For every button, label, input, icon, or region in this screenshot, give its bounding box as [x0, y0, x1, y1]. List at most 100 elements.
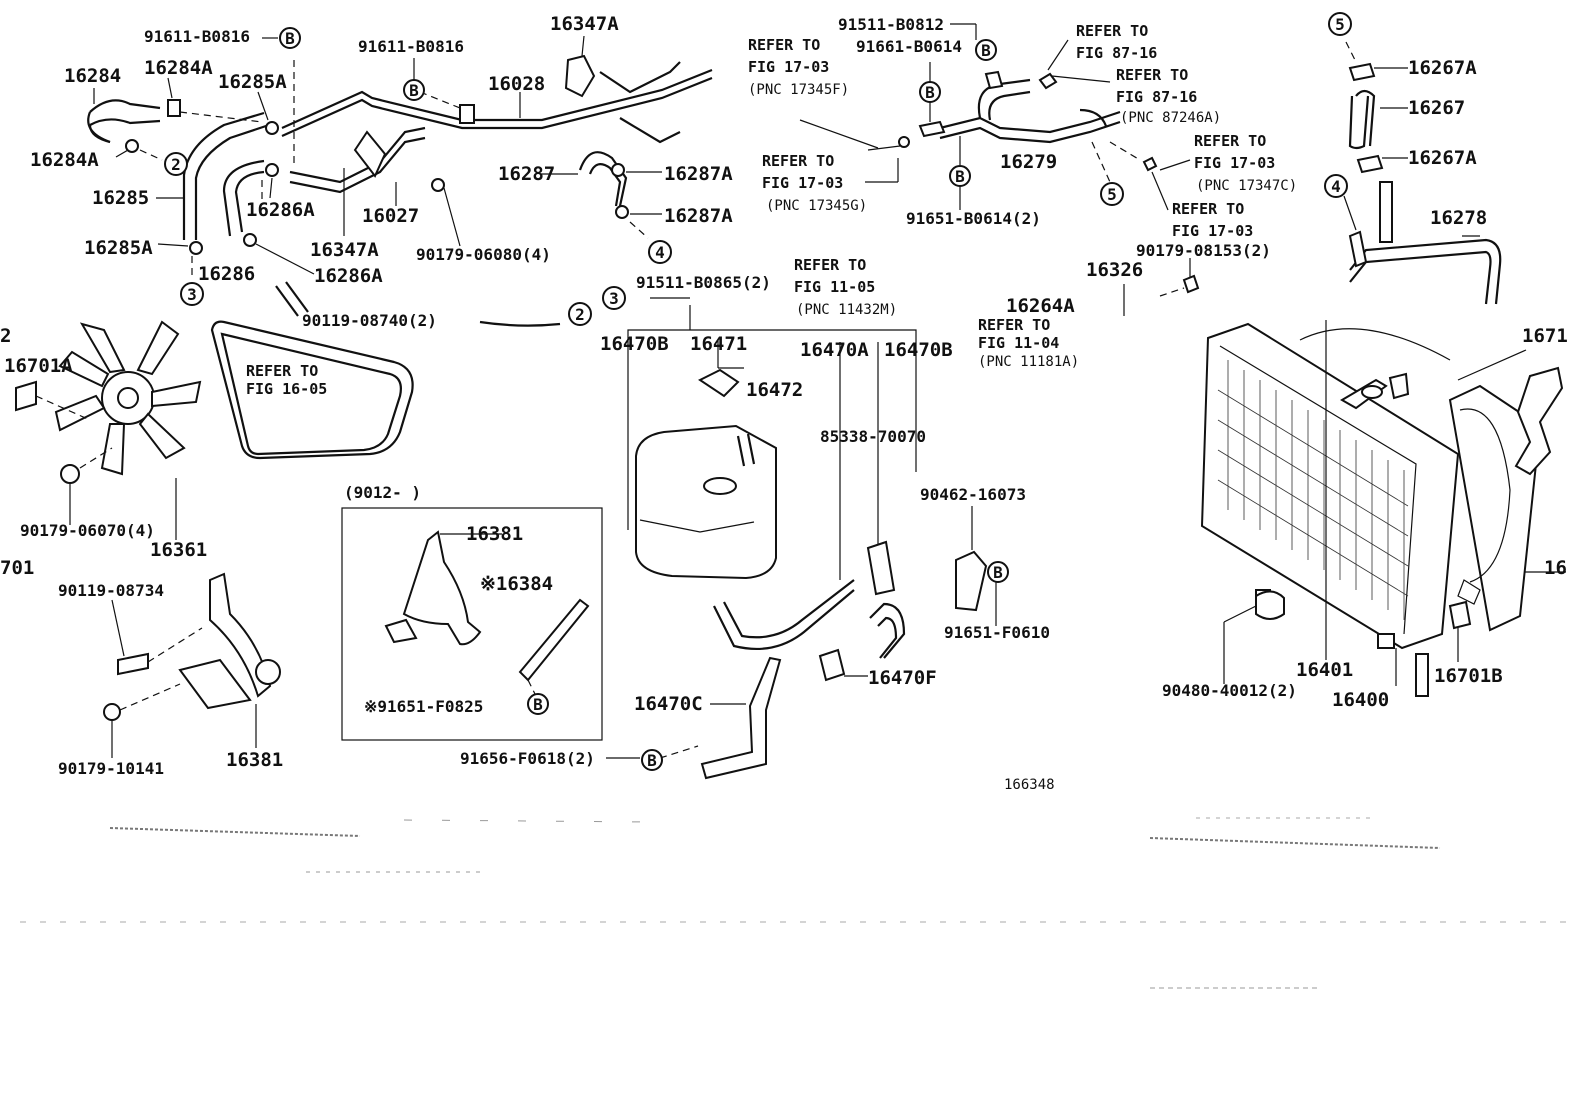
subassembly-frame: [341, 507, 603, 741]
bracket-91651-B0614: [918, 120, 946, 138]
label-16267A: 16267A: [1408, 147, 1477, 169]
marker-b: B: [919, 81, 941, 103]
label-90179-06070: 90179-06070(4): [20, 521, 155, 540]
pipe-16027: [289, 126, 426, 184]
svg-text:5: 5: [1107, 185, 1117, 204]
marker-b: B: [949, 165, 971, 187]
marker-b: B: [403, 79, 425, 101]
clamp-16286A-lower: [243, 233, 257, 247]
label-16287A: 16287A: [664, 205, 733, 227]
svg-text:B: B: [925, 83, 935, 102]
label-16381: 16381: [466, 523, 523, 545]
clamp-16267A-a: [1348, 62, 1376, 82]
clip-16470F: [818, 648, 846, 682]
upper-right-pipe-group: [799, 23, 1191, 211]
marker-b: B: [279, 27, 301, 49]
label-16267A: 16267A: [1408, 57, 1477, 79]
refer-fig-11-05: REFER TO: [794, 256, 866, 274]
label-16284A: 16284A: [30, 149, 99, 171]
serial-range: (9012- ): [344, 483, 421, 502]
clip-16701B: [1448, 600, 1472, 630]
label-91611-B0816: 91611-B0816: [358, 37, 464, 56]
bolt-90179-06080: [431, 178, 445, 192]
refer-fig-11-04: REFER TO: [978, 316, 1050, 334]
label-cut-off: 1671: [1522, 325, 1568, 347]
refer-fig-17-03: REFER TO: [1194, 132, 1266, 150]
bracket-16347A: [353, 130, 387, 178]
label-16470B: 16470B: [884, 339, 953, 361]
reservoir-cap: [703, 477, 737, 495]
pipe-16279: [939, 110, 1121, 134]
label-16284: 16284: [64, 65, 121, 87]
bracket-16381-box: [402, 530, 482, 646]
label-90462-16073: 90462-16073: [920, 485, 1026, 504]
svg-text:B: B: [993, 563, 1003, 582]
label-16701A: 16701A: [4, 355, 73, 377]
svg-text:B: B: [533, 695, 543, 714]
bolt-90179-08153: [1182, 274, 1200, 294]
clamp-16287A-a: [611, 163, 625, 177]
label-91651-B0614: 91651-B0614(2): [906, 209, 1041, 228]
label-cut-off: 16: [1544, 557, 1567, 579]
label-16264A: 16264A: [1006, 295, 1075, 317]
marker-b: B: [975, 39, 997, 61]
refer-fig-87-16: FIG 87-16: [1076, 44, 1157, 62]
refer-fig-17-03: REFER TO: [1172, 200, 1244, 218]
refer-pnc: (PNC 87246A): [1120, 110, 1221, 126]
label-90179-06080: 90179-06080(4): [416, 245, 551, 264]
clamp-16285A: [189, 241, 203, 255]
hose-16267: [1345, 41, 1408, 174]
label-16287A: 16287A: [664, 163, 733, 185]
bracket-90462-16073: [955, 506, 997, 626]
label-91511-B0812: 91511-B0812: [838, 15, 944, 34]
fan-16361: [15, 320, 202, 540]
label-90179-08153: 90179-08153(2): [1136, 241, 1271, 260]
label-16347A: 16347A: [310, 239, 379, 261]
stay-16384: [518, 598, 590, 682]
label-16384: ※16384: [480, 573, 553, 595]
nut-90179-10141: [103, 703, 121, 721]
label-16471: 16471: [690, 333, 747, 355]
label-91661-B0614: 91661-B0614: [856, 37, 962, 56]
upper-left-hose-group: [87, 54, 713, 327]
refer-to-notes: REFER TO FIG 17-03 (PNC 17345F) REFER TO…: [246, 22, 1297, 398]
refer-fig-17-03: FIG 17-03: [1194, 154, 1275, 172]
label-16027: 16027: [362, 205, 419, 227]
clip-refer-87-16: [1038, 72, 1058, 90]
marker-4: 4: [648, 240, 672, 264]
hose-16286: [222, 159, 265, 237]
clamp-16285A-top: [265, 121, 279, 135]
drive-belt: [210, 320, 414, 460]
label-91511-B0865: 91511-B0865(2): [636, 273, 771, 292]
label-16381: 16381: [226, 749, 283, 771]
svg-text:B: B: [981, 41, 991, 60]
label-16285A: 16285A: [218, 71, 287, 93]
label-16286A: 16286A: [246, 199, 315, 221]
label-16287: 16287: [498, 163, 555, 185]
label-16028: 16028: [488, 73, 545, 95]
hose-16285: [182, 111, 265, 240]
refer-pnc: (PNC 11181A): [978, 354, 1079, 370]
label-91656-F0618: 91656-F0618(2): [460, 749, 595, 768]
refer-pnc: (PNC 17345F): [748, 82, 849, 98]
refer-fig-11-05: FIG 11-05: [794, 278, 875, 296]
scan-artifacts: [20, 817, 1570, 989]
label-91651-F0825: ※91651-F0825: [364, 697, 483, 716]
radiator-16400: [1200, 320, 1460, 697]
refer-pnc: (PNC 11432M): [796, 302, 897, 318]
label-90119-08740: 90119-08740(2): [302, 311, 437, 330]
label-90179-10141: 90179-10141: [58, 759, 164, 778]
refer-fig-17-03: FIG 17-03: [1172, 222, 1253, 240]
label-16278: 16278: [1430, 207, 1487, 229]
refer-pnc: (PNC 17345G): [766, 198, 867, 214]
hose-16472: [736, 435, 746, 467]
clip-refer-17-03: [898, 136, 910, 148]
svg-text:2: 2: [171, 155, 181, 174]
hose-85338-70070: [866, 540, 896, 596]
label-16285A: 16285A: [84, 237, 153, 259]
label-16279: 16279: [1000, 151, 1057, 173]
label-16470C: 16470C: [634, 693, 703, 715]
reservoir-tank-16470: [635, 424, 777, 580]
label-16470A: 16470A: [800, 339, 869, 361]
